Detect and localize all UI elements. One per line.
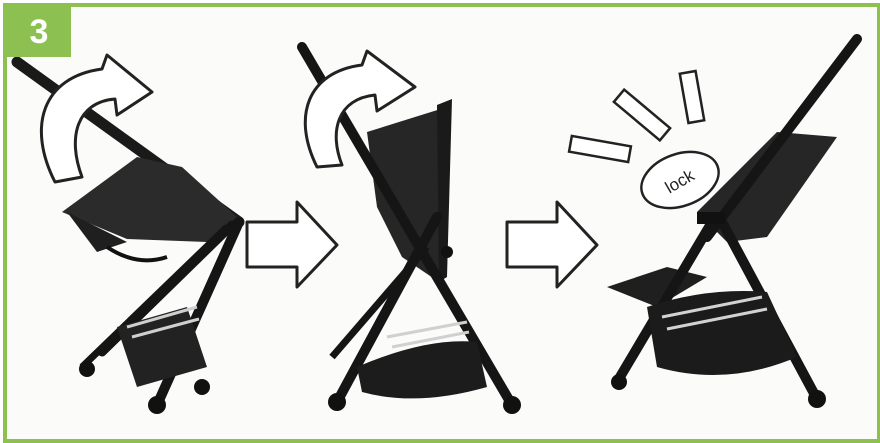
right-arrow-icon [507, 202, 597, 287]
stroller-upright-locked [607, 39, 857, 408]
right-arrow-icon [247, 202, 337, 287]
lock-click-burst-icon: lock [569, 71, 726, 218]
step-number-badge: 3 [7, 7, 71, 57]
illustration: lock [7, 7, 877, 439]
instruction-frame: lock 3 [3, 3, 880, 443]
